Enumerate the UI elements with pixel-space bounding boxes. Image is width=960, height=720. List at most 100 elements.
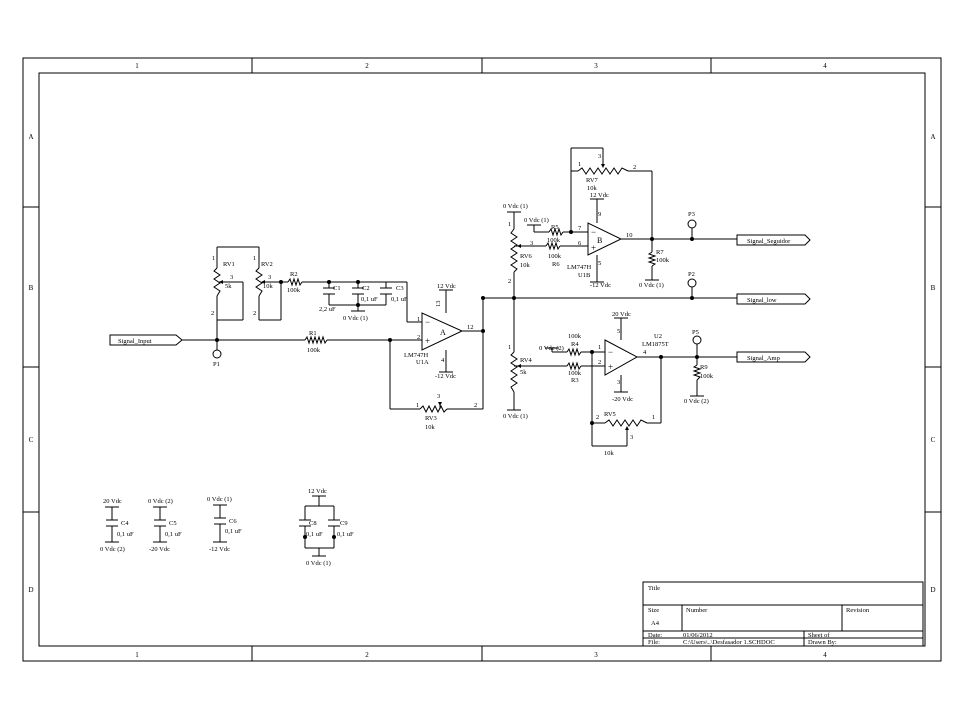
col-label-top: 3 (594, 62, 598, 70)
svg-text:2: 2 (474, 402, 477, 409)
r5-gnd: 0 Vdc (1) (524, 217, 549, 224)
row-label-right: D (930, 586, 935, 594)
c9-value: 0,1 uF (337, 531, 354, 538)
rv4-ref: RV4 (520, 357, 533, 364)
component-labels: RV1 3 5k 1 2 RV2 3 10k 1 2 R2 100k R1 10… (100, 153, 714, 567)
r9-ref: R9 (700, 364, 708, 371)
col-label-top: 1 (135, 62, 139, 70)
svg-text:2: 2 (508, 278, 511, 285)
junctions (215, 230, 699, 539)
u1a-opamp (421, 312, 464, 351)
c3-ref: C3 (396, 285, 404, 292)
revision-label: Revision (846, 607, 870, 614)
col-label-top: 2 (365, 62, 369, 70)
svg-text:+: + (608, 362, 613, 372)
p1-label: P1 (213, 361, 220, 368)
rv3-ref: RV3 (425, 415, 437, 422)
r3-value: 100k (568, 370, 582, 377)
u1b-opamp (587, 222, 623, 256)
rv5-ref: RV5 (604, 411, 616, 418)
rv2-pot (255, 267, 263, 297)
svg-text:2: 2 (417, 334, 420, 341)
u1b-ref: U1B (578, 272, 591, 279)
c8-value: 0,1 uF (306, 531, 323, 538)
c8-vpos: 12 Vdc (308, 488, 327, 495)
svg-text:1: 1 (652, 414, 655, 421)
signal-input-label: Signal_Input (118, 338, 152, 345)
u2-part: LM1875T (642, 341, 669, 348)
svg-text:−: − (591, 227, 596, 237)
rv4-gnd: 0 Vdc (1) (503, 413, 528, 420)
c4-gnd: 0 Vdc (2) (100, 546, 125, 553)
r4-value: 100k (568, 333, 582, 340)
c5-vneg: -20 Vdc (149, 546, 170, 553)
title-label: Title (648, 585, 660, 592)
gnd-filter: 0 Vdc (1) (343, 315, 368, 322)
r4-resistor (566, 347, 582, 357)
signal-input-port (109, 334, 183, 346)
power-bars (105, 198, 704, 557)
r2-value: 100k (287, 287, 301, 294)
c6-gnd: 0 Vdc (1) (207, 496, 232, 503)
svg-text:7: 7 (578, 225, 582, 232)
p5-label: P5 (692, 329, 699, 336)
r6-ref: R6 (552, 261, 560, 268)
u1b-vneg: -12 Vdc (590, 282, 611, 289)
r5-resistor (548, 227, 564, 237)
signal-seguidor-label: Signal_Seguidor (747, 238, 791, 245)
row-label-left: A (28, 133, 33, 141)
rv3-pot (419, 404, 448, 414)
svg-text:1: 1 (578, 161, 581, 168)
c6-value: 0,1 uF (225, 528, 242, 535)
ports (109, 234, 811, 363)
svg-text:6: 6 (578, 240, 582, 247)
p3-label: P3 (688, 211, 695, 218)
r6-resistor (545, 241, 561, 251)
svg-text:1: 1 (416, 402, 419, 409)
c1-value: 2,2 uF (319, 306, 336, 313)
svg-text:4: 4 (643, 349, 647, 356)
c4-vpos: 20 Vdc (103, 498, 122, 505)
c4-ref: C4 (121, 520, 129, 527)
signal-low-port (736, 293, 811, 305)
sheet-border (22, 57, 942, 662)
svg-text:3: 3 (268, 274, 271, 281)
r4-gnd: 0 Vdc (2) (539, 345, 564, 352)
r7-value: 100k (656, 257, 670, 264)
svg-text:3: 3 (437, 393, 440, 400)
svg-text:13: 13 (435, 301, 442, 308)
p2-label: P2 (688, 271, 695, 278)
u2-opamp (604, 339, 639, 376)
r1-resistor (304, 335, 328, 345)
svg-text:4: 4 (441, 357, 445, 364)
date-label: Date: (648, 632, 662, 639)
u1b-unit-letter: B (597, 236, 602, 245)
c1-ref: C1 (333, 285, 341, 292)
svg-text:3: 3 (230, 274, 233, 281)
svg-text:9: 9 (598, 211, 601, 218)
opamps (421, 222, 639, 376)
rv2-ref: RV2 (261, 261, 273, 268)
date-value: 01/06/2012 (683, 632, 713, 639)
probes (212, 219, 702, 359)
opamp-pin-signs: −+ −+ −+ (425, 227, 613, 372)
row-label-left: C (29, 436, 34, 444)
c89-gnd: 0 Vdc (1) (306, 560, 331, 567)
row-label-right: B (931, 284, 936, 292)
r6-value: 100k (548, 253, 562, 260)
rv1-pot (213, 267, 221, 297)
c5-value: 0,1 uF (165, 531, 182, 538)
u1b-part: LM747H (567, 264, 592, 271)
c9-ref: C9 (340, 520, 348, 527)
col-label-bottom: 1 (135, 651, 139, 659)
r7-ref: R7 (656, 249, 664, 256)
r4-ref: R4 (571, 341, 579, 348)
row-label-right: C (931, 436, 936, 444)
file-label: File: (648, 639, 660, 646)
rv6-pot (510, 228, 518, 273)
svg-text:1: 1 (508, 221, 511, 228)
svg-text:1: 1 (598, 344, 601, 351)
wires (182, 147, 737, 447)
rv5-value: 10k (604, 450, 615, 457)
svg-text:−: − (425, 317, 430, 327)
